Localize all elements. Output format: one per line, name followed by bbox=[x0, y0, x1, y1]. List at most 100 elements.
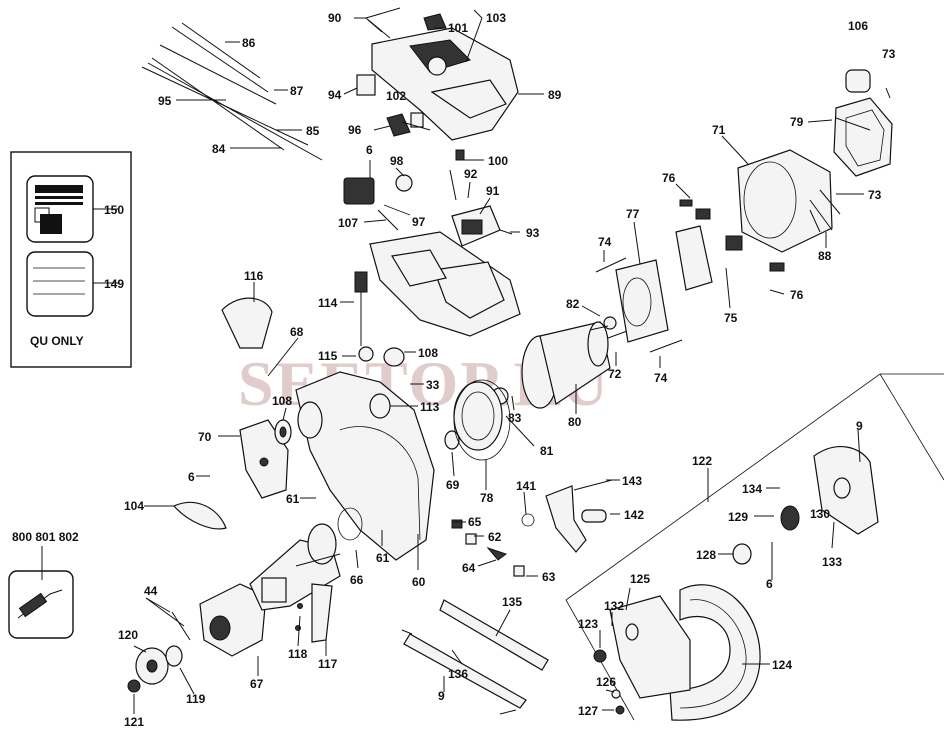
part-label-81: 81 bbox=[540, 444, 554, 458]
part-label-91: 91 bbox=[486, 184, 500, 198]
part-label-87: 87 bbox=[290, 84, 304, 98]
part-labels: 90 101 103 106 73 86 87 89 94 102 95 85 … bbox=[12, 11, 896, 729]
part-label-119: 119 bbox=[186, 692, 206, 706]
part-label-89: 89 bbox=[548, 88, 562, 102]
part-label-100: 100 bbox=[488, 154, 508, 168]
part-label-62: 62 bbox=[488, 530, 502, 544]
part-label-77: 77 bbox=[626, 207, 640, 221]
part-label-132: 132 bbox=[604, 599, 624, 613]
part-label-107: 107 bbox=[338, 216, 358, 230]
guard-hardware bbox=[593, 649, 625, 715]
gear-case-60 bbox=[295, 346, 435, 561]
small-parts-lower bbox=[451, 519, 525, 577]
part-label-126: 126 bbox=[596, 675, 616, 689]
part-label-33: 33 bbox=[426, 378, 440, 392]
guard-plate-130 bbox=[813, 446, 879, 535]
part-label-85: 85 bbox=[306, 124, 320, 138]
part-label-9a: 9 bbox=[856, 419, 863, 433]
part-label-113: 113 bbox=[420, 400, 440, 414]
part-label-108b: 108 bbox=[272, 394, 292, 408]
part-label-75: 75 bbox=[724, 311, 738, 325]
part-label-136: 136 bbox=[448, 667, 468, 681]
handle-frame bbox=[354, 231, 521, 346]
guard-frame-125 bbox=[609, 595, 691, 699]
part-label-114: 114 bbox=[318, 296, 338, 310]
motor-housing-71 bbox=[737, 149, 841, 253]
part-label-96: 96 bbox=[348, 123, 362, 137]
part-label-108a: 108 bbox=[418, 346, 438, 360]
links-135-136 bbox=[401, 599, 549, 715]
deflector-104 bbox=[173, 501, 227, 530]
part-label-133: 133 bbox=[822, 555, 842, 569]
part-label-97: 97 bbox=[412, 215, 426, 229]
part-label-800-801-802: 800 801 802 bbox=[12, 530, 79, 544]
part-label-134: 134 bbox=[742, 482, 762, 496]
part-label-65: 65 bbox=[468, 515, 482, 529]
part-label-74a: 74 bbox=[598, 235, 612, 249]
part-label-104: 104 bbox=[124, 499, 144, 513]
part-label-84: 84 bbox=[212, 142, 226, 156]
armature-80 bbox=[491, 316, 631, 409]
part-label-68: 68 bbox=[290, 325, 304, 339]
lower-guard-124 bbox=[669, 584, 761, 721]
part-label-124: 124 bbox=[772, 658, 792, 672]
part-label-125: 125 bbox=[630, 572, 650, 586]
part-label-98: 98 bbox=[390, 154, 404, 168]
leader-lines bbox=[41, 7, 871, 714]
field-77 bbox=[615, 259, 669, 343]
part-label-66: 66 bbox=[350, 573, 364, 587]
part-label-128: 128 bbox=[696, 548, 716, 562]
label-kit-box: QU ONLY bbox=[10, 151, 132, 368]
part-label-44: 44 bbox=[144, 584, 158, 598]
switch-107 bbox=[343, 177, 411, 231]
part-label-63: 63 bbox=[542, 570, 556, 584]
part-label-118: 118 bbox=[288, 647, 308, 661]
upper-guard-116 bbox=[221, 297, 273, 349]
brush-holder-91 bbox=[451, 205, 513, 247]
part-label-74b: 74 bbox=[654, 371, 668, 385]
arbor-assembly-67 bbox=[199, 523, 341, 657]
power-cord-box bbox=[8, 546, 74, 639]
top-housing-89 bbox=[371, 13, 519, 141]
small-top-parts bbox=[356, 74, 465, 201]
part-label-71: 71 bbox=[712, 123, 726, 137]
part-label-103: 103 bbox=[486, 11, 506, 25]
part-label-92: 92 bbox=[464, 167, 478, 181]
part-label-9b: 9 bbox=[438, 689, 445, 703]
gear-129 bbox=[732, 505, 800, 565]
part-label-127: 127 bbox=[578, 704, 598, 718]
part-label-94: 94 bbox=[328, 88, 342, 102]
screws bbox=[589, 87, 891, 353]
part-label-73b: 73 bbox=[868, 188, 882, 202]
part-label-142: 142 bbox=[624, 508, 644, 522]
brush-holders-75 bbox=[675, 199, 785, 291]
part-label-88: 88 bbox=[818, 249, 832, 263]
part-label-72: 72 bbox=[608, 367, 622, 381]
part-label-79: 79 bbox=[790, 115, 804, 129]
part-label-6b: 6 bbox=[188, 470, 195, 484]
part-label-135: 135 bbox=[502, 595, 522, 609]
blade-washers bbox=[127, 611, 191, 693]
part-label-93: 93 bbox=[526, 226, 540, 240]
part-label-83: 83 bbox=[508, 411, 522, 425]
washers bbox=[274, 419, 460, 541]
part-label-116: 116 bbox=[244, 269, 264, 283]
part-label-69: 69 bbox=[446, 478, 460, 492]
part-label-143: 143 bbox=[622, 474, 642, 488]
part-label-61b: 61 bbox=[376, 551, 390, 565]
part-label-76a: 76 bbox=[662, 171, 676, 185]
part-label-150: 150 bbox=[104, 203, 124, 217]
part-label-141: 141 bbox=[516, 479, 536, 493]
part-label-129: 129 bbox=[728, 510, 748, 524]
wires bbox=[141, 22, 323, 161]
part-label-106: 106 bbox=[848, 19, 868, 33]
part-label-67: 67 bbox=[250, 677, 264, 691]
part-label-122: 122 bbox=[692, 454, 712, 468]
lock-lever bbox=[521, 479, 613, 553]
part-label-76b: 76 bbox=[790, 288, 804, 302]
part-label-90: 90 bbox=[328, 11, 342, 25]
part-label-149: 149 bbox=[104, 277, 124, 291]
part-label-6a: 6 bbox=[366, 143, 373, 157]
